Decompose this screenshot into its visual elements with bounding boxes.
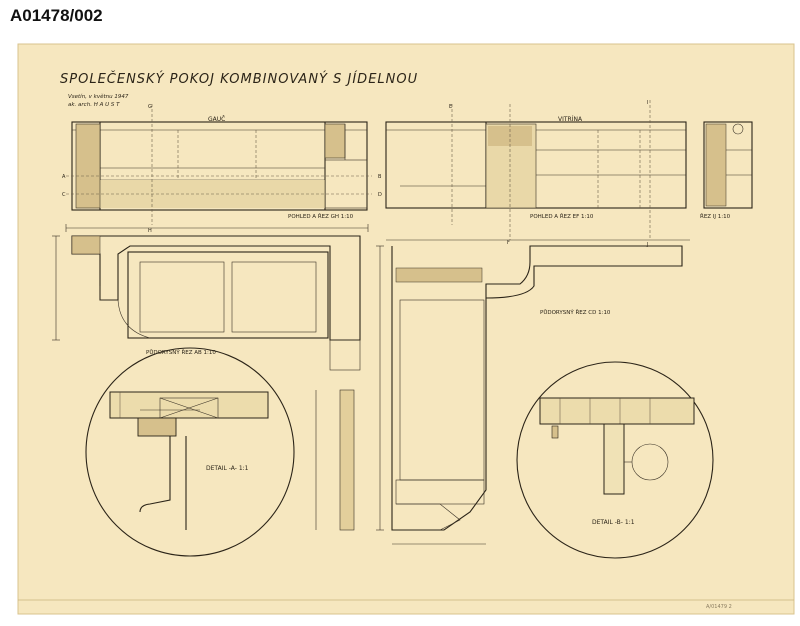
archive-stamp: A/01479 2 [706, 604, 732, 610]
elevation-ef-caption: POHLED A ŘEZ EF 1:10 [530, 212, 594, 220]
plan-cd-caption: PŮDORYSNÝ ŘEZ CD 1:10 [540, 308, 611, 316]
mark-d: D [378, 192, 382, 198]
gauc-label: GAUČ [208, 116, 225, 123]
plan-ab-caption: PŮDORYSNÝ ŘEZ AB 1:10 [146, 348, 216, 356]
mark-f: F [507, 240, 510, 246]
drawing-sheet: SPOLEČENSKÝ POKOJ KOMBINOVANÝ S JÍDELNOU… [17, 43, 795, 615]
detail-a: DETAIL -A- 1:1 [85, 347, 295, 557]
plan-cd: PŮDORYSNÝ ŘEZ CD 1:10 [315, 239, 690, 545]
elevation-gh-caption: POHLED A ŘEZ GH 1:10 [288, 212, 354, 220]
tracing-paper [18, 44, 794, 614]
detail-a-caption: DETAIL -A- 1:1 [206, 465, 249, 472]
drawing-title: SPOLEČENSKÝ POKOJ KOMBINOVANÝ S JÍDELNOU [60, 71, 418, 87]
mark-b: B [378, 174, 382, 180]
archive-id-label: A01478/002 [10, 6, 103, 25]
elevation-gh: GAUČ G H A C B D POHLED A ŘEZ GH 1:10 [62, 104, 382, 234]
mark-i: I [647, 100, 648, 106]
mark-a: A [62, 174, 66, 180]
author-name: ak. arch. H A U S T [68, 102, 120, 108]
detail-b-caption: DETAIL -B- 1:1 [592, 519, 635, 526]
detail-b: DETAIL -B- 1:1 [516, 361, 714, 559]
elevation-ef: VITRÍNA E F POHLED A ŘEZ EF 1:10 [385, 104, 687, 246]
place-date: Vsetín, v květnu 1947 [68, 93, 129, 100]
mark-e: E [449, 104, 452, 110]
vitrina-label: VITRÍNA [558, 116, 583, 123]
section-ij-caption: ŘEZ IJ 1:10 [700, 212, 731, 220]
mark-j: J [646, 242, 648, 248]
mark-g: G [148, 104, 152, 110]
section-ij: I J ŘEZ IJ 1:10 [646, 100, 753, 248]
mark-c: C [62, 192, 66, 198]
mark-h: H [148, 228, 152, 234]
plan-ab: PŮDORYSNÝ ŘEZ AB 1:10 [52, 224, 369, 371]
